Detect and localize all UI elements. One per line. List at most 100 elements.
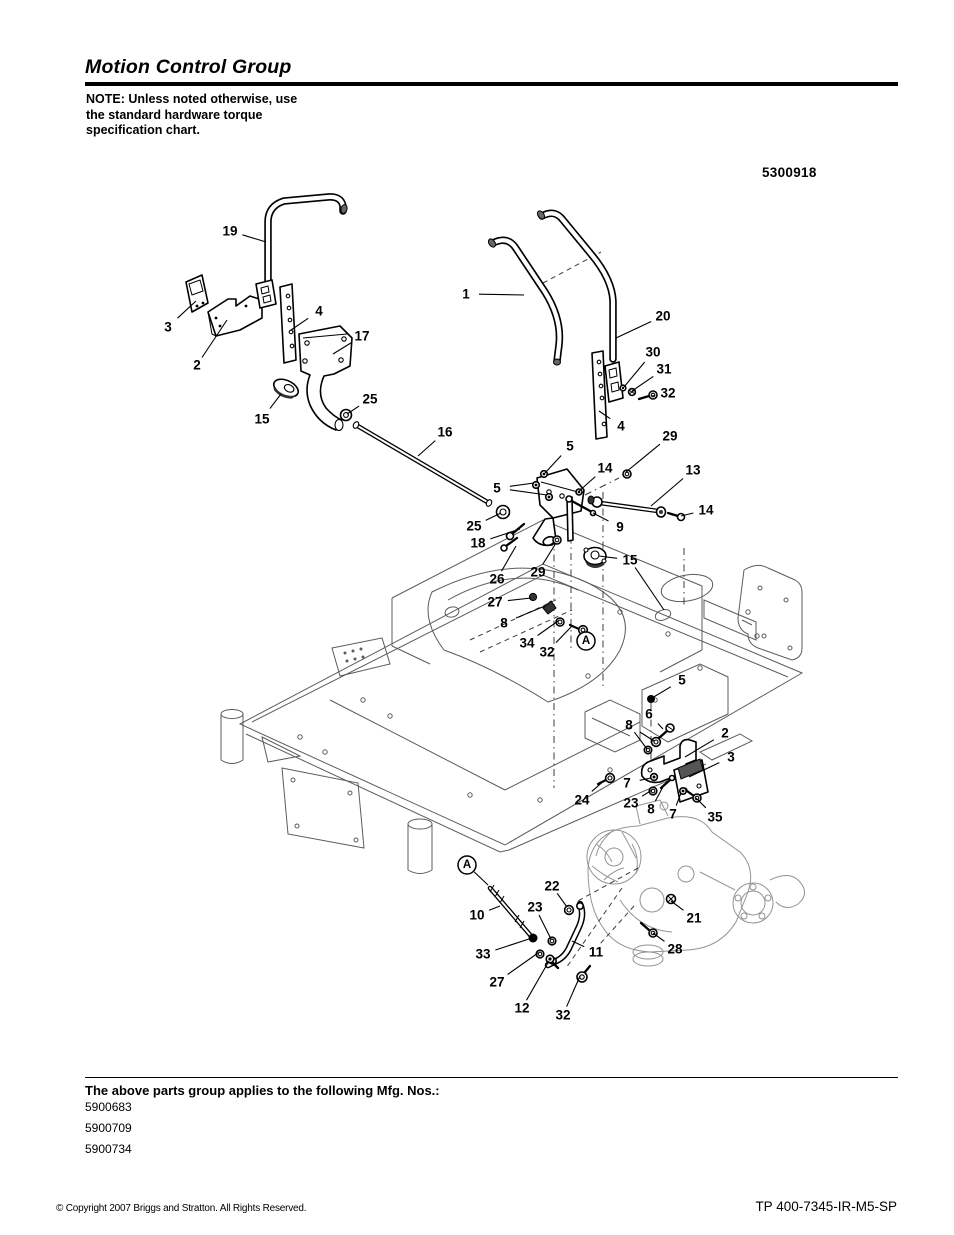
leader-line bbox=[680, 512, 694, 517]
leader-line bbox=[495, 938, 530, 951]
callout-27: 27 bbox=[489, 975, 504, 990]
callout-29: 29 bbox=[662, 429, 677, 444]
callout-30: 30 bbox=[645, 345, 660, 360]
callout-15: 15 bbox=[254, 412, 270, 427]
callout-14: 14 bbox=[698, 503, 714, 518]
right-handle-assembly bbox=[487, 209, 658, 440]
leader-line bbox=[332, 342, 352, 355]
leader-line bbox=[631, 375, 654, 392]
callout-8: 8 bbox=[625, 718, 633, 733]
callout-17: 17 bbox=[354, 329, 369, 344]
callout-6: 6 bbox=[645, 707, 653, 722]
leader-line bbox=[657, 723, 664, 730]
callout-23: 23 bbox=[623, 796, 639, 811]
pivot-bracket-assembly bbox=[352, 421, 686, 636]
leader-line bbox=[675, 792, 682, 806]
callout-22: 22 bbox=[544, 879, 559, 894]
callout-3: 3 bbox=[727, 750, 735, 765]
leader-line bbox=[488, 905, 501, 911]
mfg-number-1: 5900683 bbox=[85, 1100, 132, 1114]
callout-32: 32 bbox=[555, 1008, 570, 1023]
leader-line bbox=[654, 784, 665, 802]
callout-35: 35 bbox=[707, 810, 723, 825]
callout-34: 34 bbox=[519, 636, 535, 651]
diagram-number: 5300918 bbox=[762, 165, 817, 180]
leader-line bbox=[591, 778, 607, 792]
mfg-number-3: 5900734 bbox=[85, 1142, 132, 1156]
left-lever-assembly bbox=[185, 193, 353, 432]
callout-11: 11 bbox=[589, 945, 604, 960]
callout-10: 10 bbox=[469, 908, 484, 923]
note-line-1: NOTE: Unless noted otherwise, use bbox=[86, 92, 298, 106]
leader-line bbox=[688, 762, 720, 778]
callout-4: 4 bbox=[315, 304, 323, 319]
callout-31: 31 bbox=[656, 362, 672, 377]
leader-line bbox=[515, 605, 546, 619]
leader-line bbox=[598, 410, 611, 420]
leader-line bbox=[566, 975, 581, 1007]
leader-line bbox=[269, 393, 282, 409]
callout-1: 1 bbox=[462, 287, 470, 302]
applies-heading: The above parts group applies to the fol… bbox=[85, 1083, 440, 1098]
leader-line bbox=[507, 597, 532, 602]
leader-line bbox=[641, 789, 653, 797]
copyright-text: © Copyright 2007 Briggs and Stratton. Al… bbox=[56, 1203, 307, 1214]
callout-19: 19 bbox=[222, 224, 237, 239]
callout-13: 13 bbox=[685, 463, 701, 478]
view-marker-circle bbox=[576, 631, 596, 651]
callout-7: 7 bbox=[623, 776, 631, 791]
view-marker-circle bbox=[457, 855, 477, 875]
callout-32: 32 bbox=[660, 386, 675, 401]
leader-line bbox=[290, 317, 309, 331]
leader-line bbox=[242, 234, 267, 243]
bottom-rule bbox=[85, 1077, 898, 1079]
callout-4: 4 bbox=[617, 419, 625, 434]
leader-line bbox=[509, 489, 548, 496]
leader-line bbox=[639, 777, 652, 781]
leader-line bbox=[537, 620, 559, 636]
callout-28: 28 bbox=[667, 942, 683, 957]
callout-12: 12 bbox=[514, 1001, 529, 1016]
leader-line bbox=[625, 443, 661, 473]
leader-line bbox=[201, 319, 228, 358]
leader-line bbox=[542, 542, 557, 565]
callout-21: 21 bbox=[686, 911, 702, 926]
leader-line bbox=[490, 528, 521, 540]
callout-27: 27 bbox=[487, 595, 502, 610]
callout-8: 8 bbox=[647, 802, 655, 817]
callout-20: 20 bbox=[655, 309, 670, 324]
leader-line bbox=[634, 567, 665, 611]
callout-33: 33 bbox=[475, 947, 491, 962]
leader-line bbox=[509, 482, 535, 487]
leader-line bbox=[651, 686, 672, 699]
lower-bracket-assembly bbox=[596, 695, 709, 803]
leader-line bbox=[501, 545, 517, 572]
leader-line bbox=[177, 300, 197, 319]
callout-24: 24 bbox=[574, 793, 590, 808]
leader-line bbox=[485, 512, 502, 521]
callout-32: 32 bbox=[539, 645, 554, 660]
leader-line bbox=[526, 960, 550, 1001]
leader-line bbox=[556, 892, 568, 908]
callout-25: 25 bbox=[466, 519, 482, 534]
torque-note: NOTE: Unless noted otherwise, use the st… bbox=[86, 92, 297, 139]
callout-14: 14 bbox=[597, 461, 613, 476]
leader-line bbox=[623, 361, 646, 388]
note-line-2: the standard hardware torque bbox=[86, 107, 263, 122]
leader-line bbox=[473, 871, 489, 886]
leader-line bbox=[670, 900, 684, 911]
publication-number: TP 400-7345-IR-M5-SP bbox=[755, 1199, 897, 1214]
title-rule bbox=[85, 82, 898, 86]
leader-line bbox=[650, 478, 684, 507]
leader-line bbox=[346, 405, 360, 415]
callout-18: 18 bbox=[470, 536, 486, 551]
leader-line bbox=[598, 555, 618, 559]
leader-line bbox=[577, 476, 596, 493]
callout-8: 8 bbox=[500, 616, 508, 631]
leader-line bbox=[544, 455, 562, 474]
leader-line bbox=[478, 293, 525, 296]
page-title: Motion Control Group bbox=[85, 56, 292, 78]
callout-23: 23 bbox=[527, 900, 543, 915]
